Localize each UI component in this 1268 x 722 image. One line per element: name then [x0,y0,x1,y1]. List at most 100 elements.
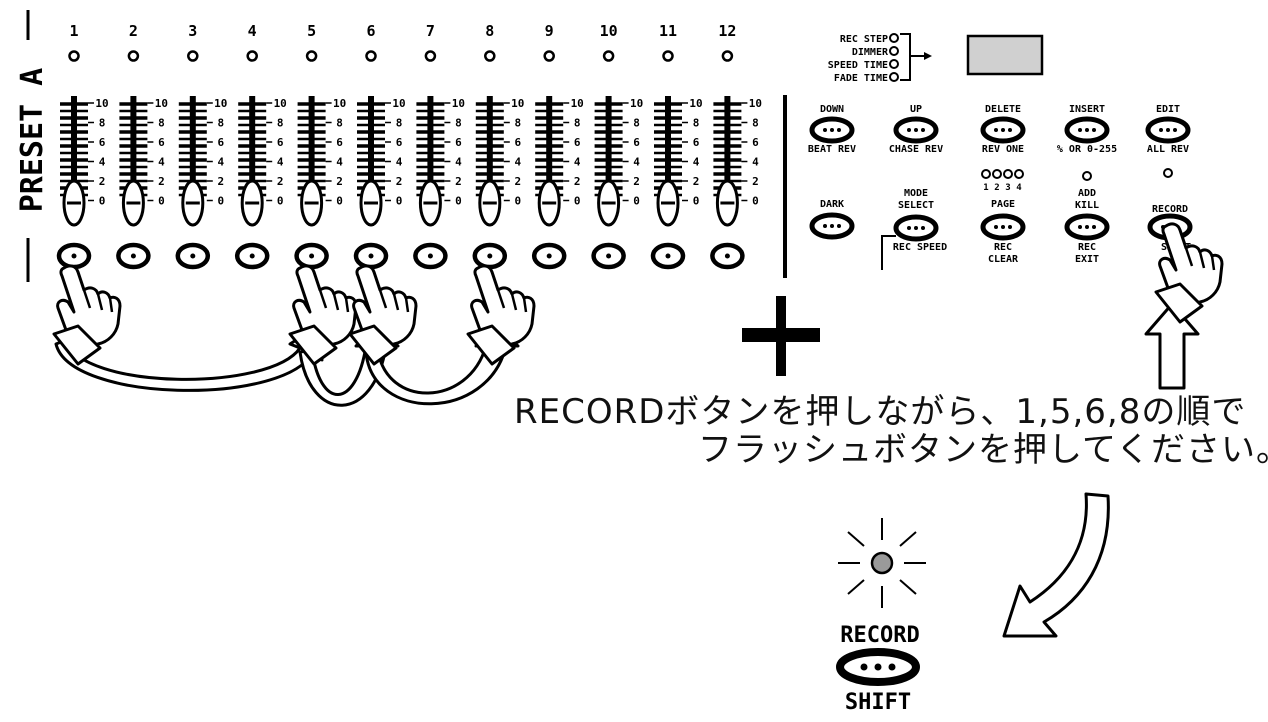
channel-led [602,50,615,62]
button-dot [823,224,827,228]
record-shift-button-large: RECORD SHIFT [836,623,920,715]
fader-scale-label: 0 [396,195,403,208]
delete-button[interactable] [980,116,1026,144]
channel-led [305,50,318,62]
record-top-label: RECORD [1152,204,1188,215]
mode-bracket [881,235,896,270]
fader-track [308,96,315,226]
fader-scale-label: 10 [452,97,465,110]
up-bottom-label: CHASE REV [889,144,943,155]
fader-scale-label: 10 [630,97,643,110]
display-screen [966,34,1044,76]
button-dot [830,224,834,228]
mode-indicator-label: FADE TIME [834,73,888,84]
fader-scale-label: 0 [633,195,640,208]
mode-top-label: MODE [904,188,928,199]
flash-button-dot [665,253,671,259]
fader-scale-label: 8 [217,117,224,130]
insert-top-label: INSERT [1069,104,1105,115]
button-dot [1085,128,1089,132]
fader-scale-label: 10 [511,97,524,110]
channel-led [246,50,258,62]
button-dot [994,128,998,132]
fader-scale-label: 10 [214,97,227,110]
fader-scale-label: 8 [752,117,759,130]
channel-number: 9 [545,22,554,40]
fader-scale-label: 4 [277,156,284,169]
fader-track [189,96,196,226]
fader-track [249,96,256,226]
page-button[interactable] [980,213,1026,241]
flash-button-dot [249,253,255,259]
fader-scale-label: 6 [277,136,284,149]
channel-number: 11 [659,22,677,40]
fader-scale-label: 6 [693,136,700,149]
button-dot [994,225,998,229]
button-dot [921,128,925,132]
fader-scale-label: 6 [99,136,106,149]
channel-led [543,50,555,62]
fader-scale-label: 10 [274,97,287,110]
page-led-label: 3 [1005,183,1010,193]
dark-top-label: DARK [820,199,844,210]
add-kill-button[interactable] [1064,213,1110,241]
channel-led [662,50,674,62]
fader-scale-label: 6 [455,136,462,149]
fader-scale-label: 2 [99,175,106,188]
insert-button[interactable] [1064,116,1110,144]
fader-scale-label: 8 [514,117,521,130]
button-dot [1078,128,1082,132]
instruction-line-2: フラッシュボタンを押してください。 [698,430,1268,470]
fader-scale-label: 2 [277,175,284,188]
fader-scale-label: 0 [514,195,521,208]
fader-scale-label: 8 [633,117,640,130]
button-dot [830,128,834,132]
edit-led [1163,168,1173,178]
up-button[interactable] [893,116,939,144]
fader-scale-label: 8 [277,117,284,130]
mode-indicator-led [889,72,899,82]
channel-number: 10 [600,22,618,40]
button-dot [1085,225,1089,229]
page-led-label: 2 [994,183,999,193]
fader-track [724,96,731,226]
edit-button[interactable] [1145,116,1191,144]
button-dot [1008,225,1012,229]
edit-bottom-label: ALL REV [1147,144,1189,155]
fader-scale-label: 10 [571,97,584,110]
flash-button-dot [606,253,612,259]
flash-button-dot [487,253,493,259]
fader-scale-label: 0 [455,195,462,208]
fader-scale-label: 0 [99,195,106,208]
fader-scale-label: 2 [693,175,700,188]
fader-scale-label: 10 [689,97,702,110]
dark-button[interactable] [809,212,855,240]
button-dot [1092,128,1096,132]
flash-button-dot [427,253,433,259]
insert-bottom-label: % OR 0-255 [1057,144,1117,155]
up-arrow-icon [1144,302,1200,390]
fader-scale-label: 4 [217,156,224,169]
mode-select-button[interactable] [893,214,939,242]
kill-bottom-label-2: EXIT [1075,254,1099,265]
instruction-line-1: RECORDボタンを押しながら、1,5,6,8の順で [514,392,1247,432]
down-button[interactable] [809,116,855,144]
channel-led [424,50,437,62]
flash-button-dot [368,253,374,259]
fader-scale-label: 4 [455,156,462,169]
fader-scale-label: 6 [217,136,224,149]
channel-number: 4 [248,22,257,40]
fader-scale-label: 4 [336,156,343,169]
page-bottom-label-1: REC [994,242,1012,253]
flash-button-dot [546,253,552,259]
add-top-label: ADD [1078,188,1096,199]
fader-scale-label: 8 [455,117,462,130]
fader-scale-label: 6 [158,136,165,149]
fader-scale-label: 2 [396,175,403,188]
fader-scale-label: 10 [333,97,346,110]
